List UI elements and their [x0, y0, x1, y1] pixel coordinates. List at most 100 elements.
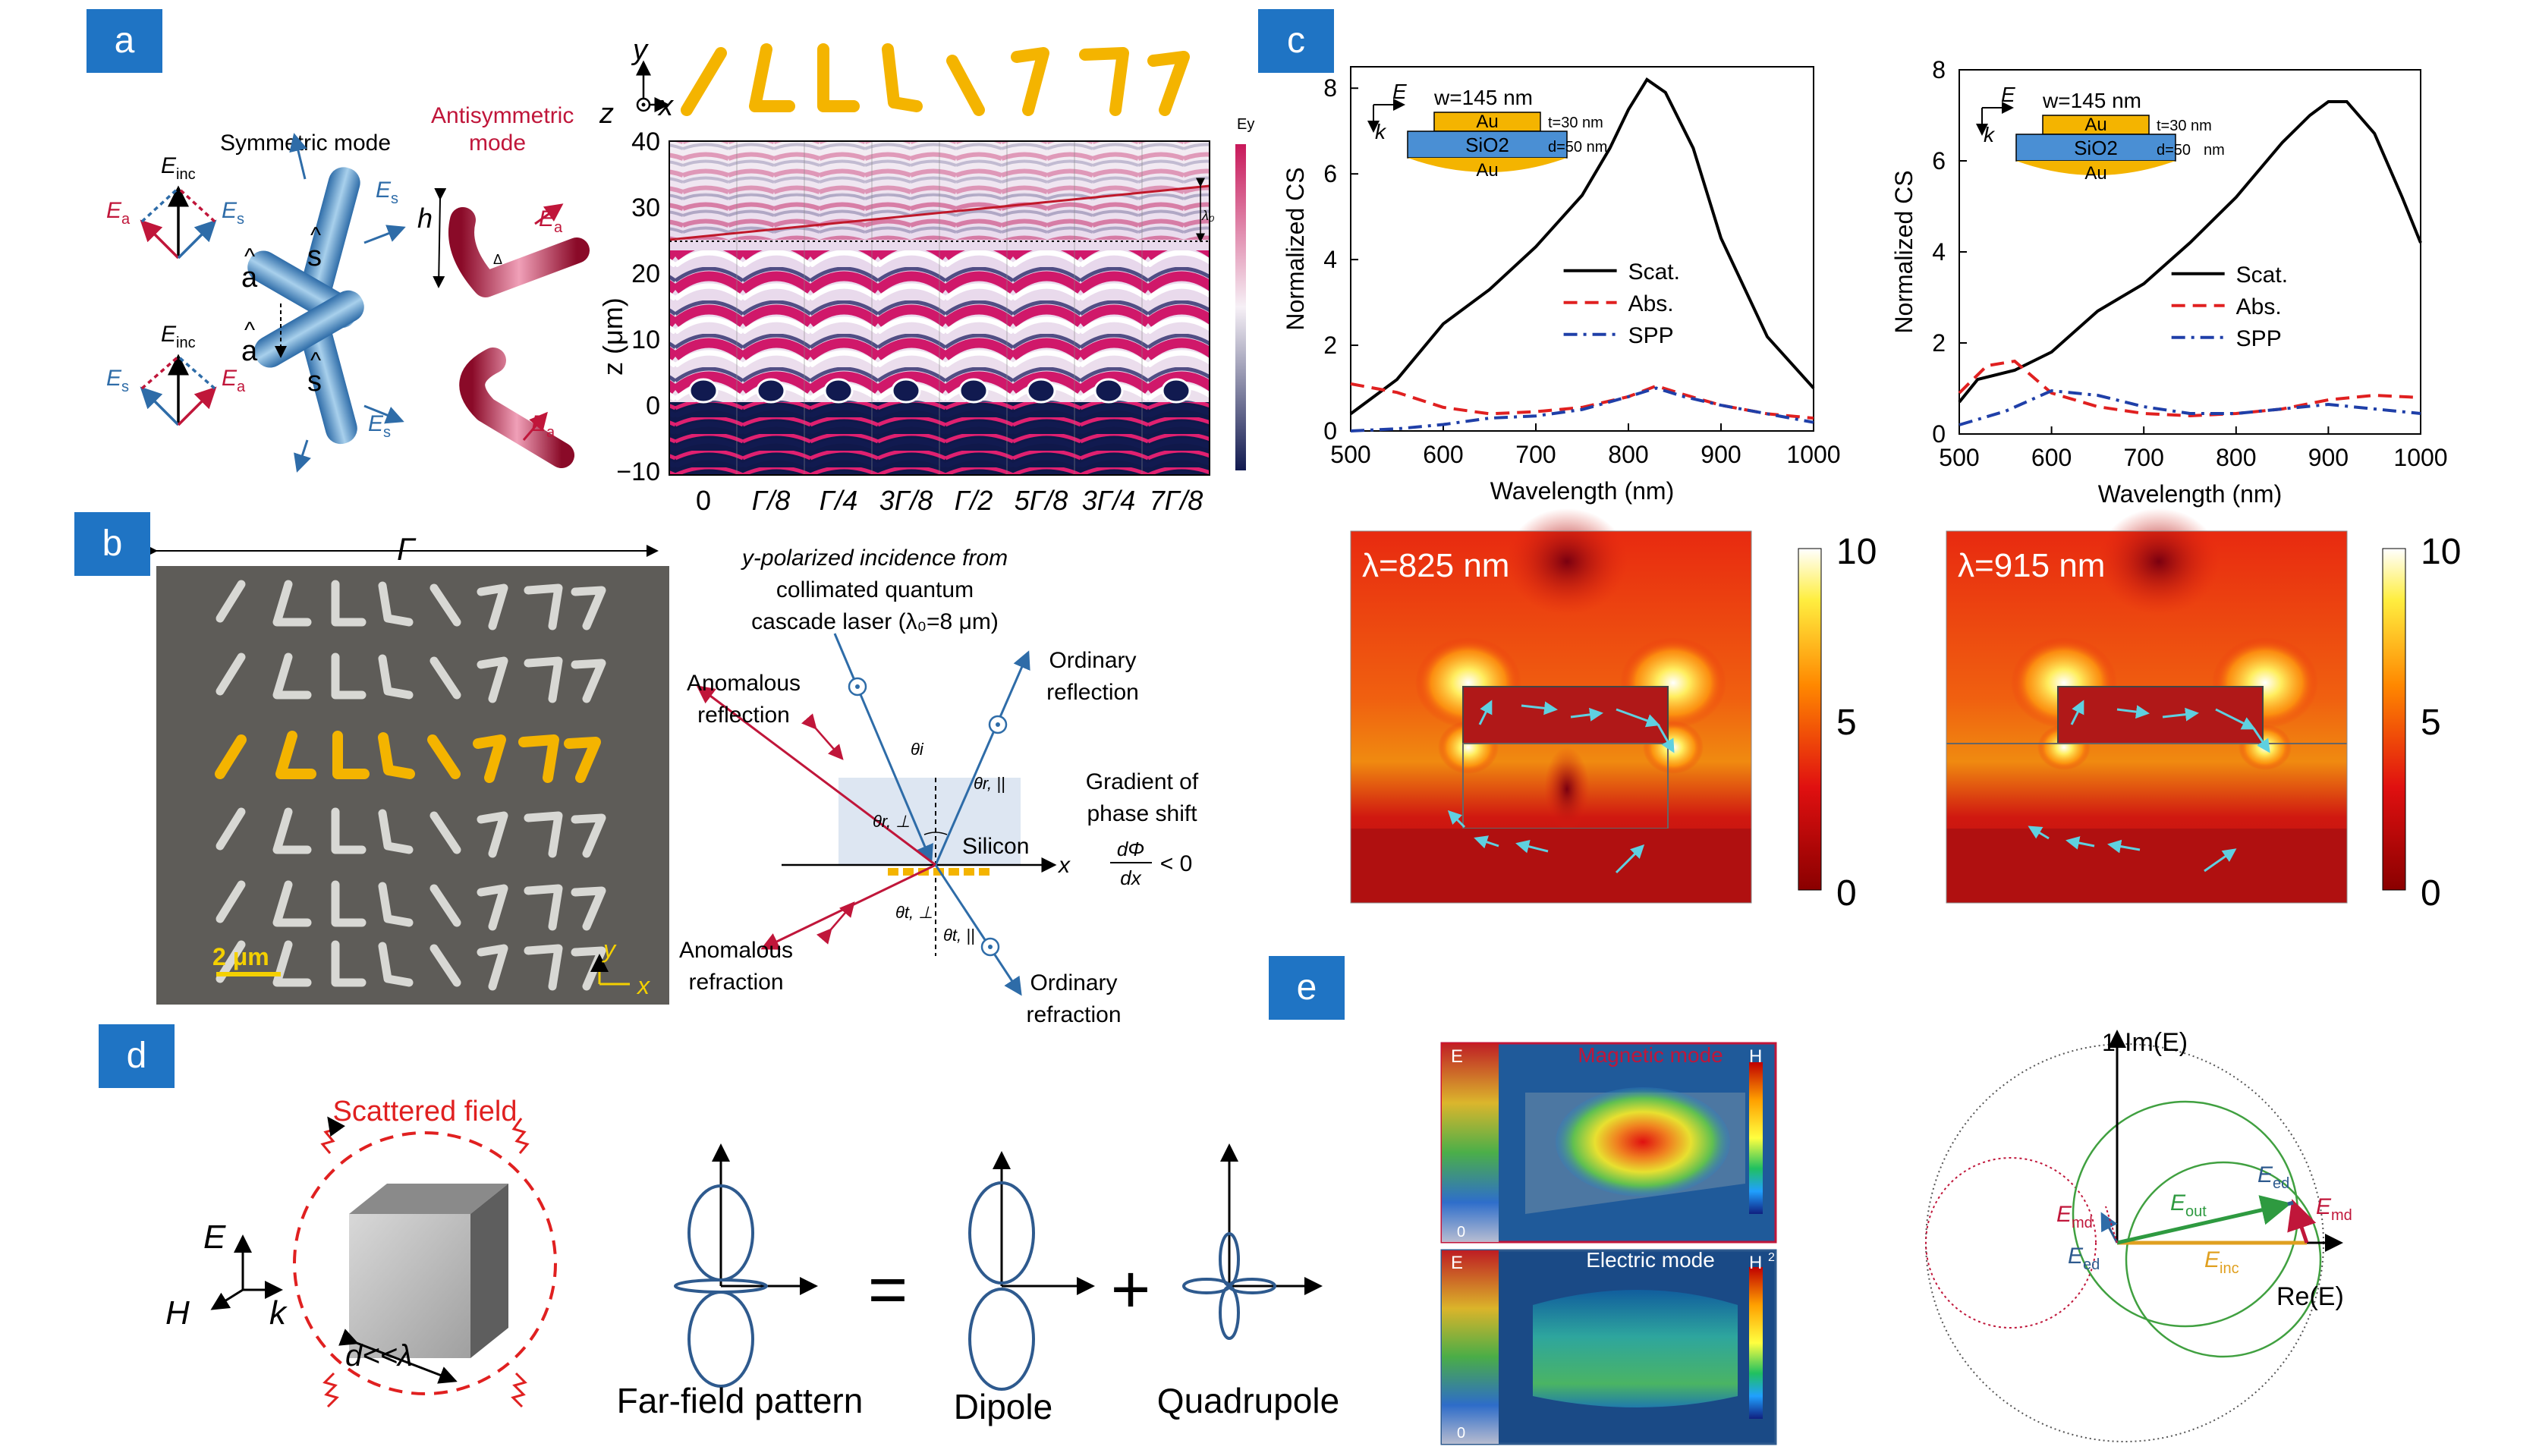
inset-k-label: k: [1375, 120, 1387, 143]
x-tick-label: 500: [1330, 441, 1370, 468]
svg-text:0: 0: [646, 392, 660, 420]
phasor-diagram: [1925, 1030, 2343, 1442]
colorbar-a: [1235, 144, 1246, 470]
y-tick-label: 0: [1323, 417, 1337, 445]
plus-sign: +: [1111, 1252, 1151, 1328]
legend-label: Abs.: [1628, 291, 1674, 316]
panel-label-b: b: [74, 512, 150, 576]
x-tick-label: 1000: [2393, 444, 2447, 471]
vec-einc-1: Einc: [161, 153, 196, 183]
phasor-im-label: Im(E): [2125, 1028, 2188, 1057]
svg-text:Γ/2: Γ/2: [955, 485, 993, 516]
inset-au-bottom-label: Au: [1476, 160, 1498, 181]
svg-text:20: 20: [631, 259, 660, 288]
axis-x-a: x: [657, 90, 675, 122]
x-tick-label: 800: [1608, 441, 1648, 468]
field-map-2: [1946, 508, 2348, 904]
ea-label-3: Ea: [539, 206, 563, 236]
sem-antenna: [216, 880, 246, 923]
vec-es-1: Es: [222, 198, 244, 228]
coord-axes-a: [636, 60, 670, 112]
inset-sio2-label: SiO2: [2074, 137, 2118, 159]
y-tick-label: 4: [1323, 246, 1337, 273]
far-field-pattern: [674, 1143, 818, 1388]
inset-au-bottom: [1408, 158, 1567, 172]
inset-sio2-layer: [2015, 134, 2176, 162]
sem-antenna: [524, 944, 563, 991]
es-label-4: Es: [368, 411, 391, 441]
gold-antenna-row: [681, 43, 1190, 116]
lambda0-marker: λ₀: [1201, 208, 1215, 223]
sem-antenna: [378, 882, 414, 927]
symmetric-mode-label: Symmetric mode: [220, 131, 391, 156]
sem-antenna: [378, 809, 414, 854]
x-tick-label: 900: [2308, 444, 2349, 471]
es-label-3: Es: [376, 178, 398, 207]
x-tick-label: 500: [1939, 444, 1979, 471]
antisymmetric-antennas: [433, 187, 590, 468]
sem-antenna: [272, 880, 312, 927]
inset-width-label: w=145 nm: [2042, 89, 2141, 112]
colorbar-c1-ticks: 10 5 0: [1836, 532, 1877, 914]
svg-text:Gradient of: Gradient of: [1086, 769, 1199, 794]
svg-text:θi: θi: [911, 740, 924, 759]
y-tick-label: 2: [1323, 332, 1337, 359]
phasor-emd-left: Emd: [2056, 1202, 2093, 1231]
panel-label-c: c: [1258, 9, 1334, 73]
electric-mode-image: [1440, 1249, 1777, 1445]
svg-text:5Γ/8: 5Γ/8: [1015, 485, 1068, 516]
magnetic-cb-zero: 0: [1457, 1224, 1465, 1241]
svg-text:40: 40: [631, 127, 660, 156]
sem-antenna: [571, 886, 606, 931]
symmetric-antennas: [247, 133, 406, 473]
sem-antenna: [331, 807, 367, 854]
sem-antenna: [571, 813, 606, 858]
phasor-one: 1: [2102, 1029, 2116, 1056]
angle-labels-b: θi θr, || θr, ⊥ θt, ⊥ θt, ||: [873, 740, 1005, 945]
inset-d-label: d=50: [2157, 142, 2191, 159]
sem-gold-row: [215, 731, 601, 783]
sem-antenna: [378, 942, 414, 987]
svg-text:Anomalous: Anomalous: [679, 938, 793, 963]
xticks-a: 0 Γ/8 Γ/4 3Γ/8 Γ/2 5Γ/8 3Γ/4 7Γ/8: [696, 485, 1203, 516]
phasor-eout: Eout: [2170, 1190, 2207, 1220]
sem-antenna: [524, 884, 563, 931]
sem-antenna: [477, 656, 508, 703]
inset-au-label: Au: [2084, 115, 2106, 135]
silicon-label: Silicon: [962, 834, 1029, 859]
electric-mode-label: Electric mode: [1586, 1248, 1715, 1272]
y-tick-label: 4: [1932, 238, 1946, 266]
svg-text:θt, ||: θt, ||: [943, 926, 975, 945]
colorbar-a-label: Ey: [1237, 116, 1254, 133]
inset-E-label: E: [2001, 83, 2015, 106]
s-hat-2: s: [307, 366, 322, 398]
series-line-scat: [1349, 77, 1815, 416]
magnetic-mode-image: [1440, 1042, 1777, 1244]
ordinary-refraction-label: Ordinary refraction: [1026, 970, 1121, 1027]
svg-text:Ordinary: Ordinary: [1030, 970, 1117, 995]
vector-diagram-symmetric: [140, 185, 217, 426]
sem-antenna: [477, 884, 508, 931]
sem-antenna: [272, 580, 312, 627]
inset-sio2-label: SiO2: [1465, 134, 1509, 156]
far-field-label: Far-field pattern: [617, 1381, 864, 1420]
svg-text:7Γ/8: 7Γ/8: [1150, 485, 1203, 516]
y-tick-label: 6: [1323, 160, 1337, 187]
svg-text:0: 0: [2421, 873, 2441, 914]
sem-antenna: [429, 583, 461, 627]
svg-text:cascade laser (λ₀=8 μm): cascade laser (λ₀=8 μm): [751, 609, 999, 634]
svg-text:θt, ⊥: θt, ⊥: [895, 903, 933, 922]
scattered-field-circle: [293, 1131, 557, 1395]
scale-bar-label: 2 μm: [212, 943, 269, 970]
legend-label: Scat.: [2236, 263, 2288, 288]
y-axis-label: Normalized CS: [1890, 170, 1918, 333]
sem-antenna: [429, 884, 461, 927]
x-tick-label: 800: [2216, 444, 2256, 471]
phasor-emd-right: Emd: [2316, 1194, 2352, 1224]
field-map-1-title: λ=825 nm: [1362, 547, 1509, 584]
legend-label: Scat.: [1628, 259, 1680, 285]
inset-au-top: [2042, 115, 2150, 135]
anomalous-refraction-label: Anomalous refraction: [679, 938, 793, 995]
